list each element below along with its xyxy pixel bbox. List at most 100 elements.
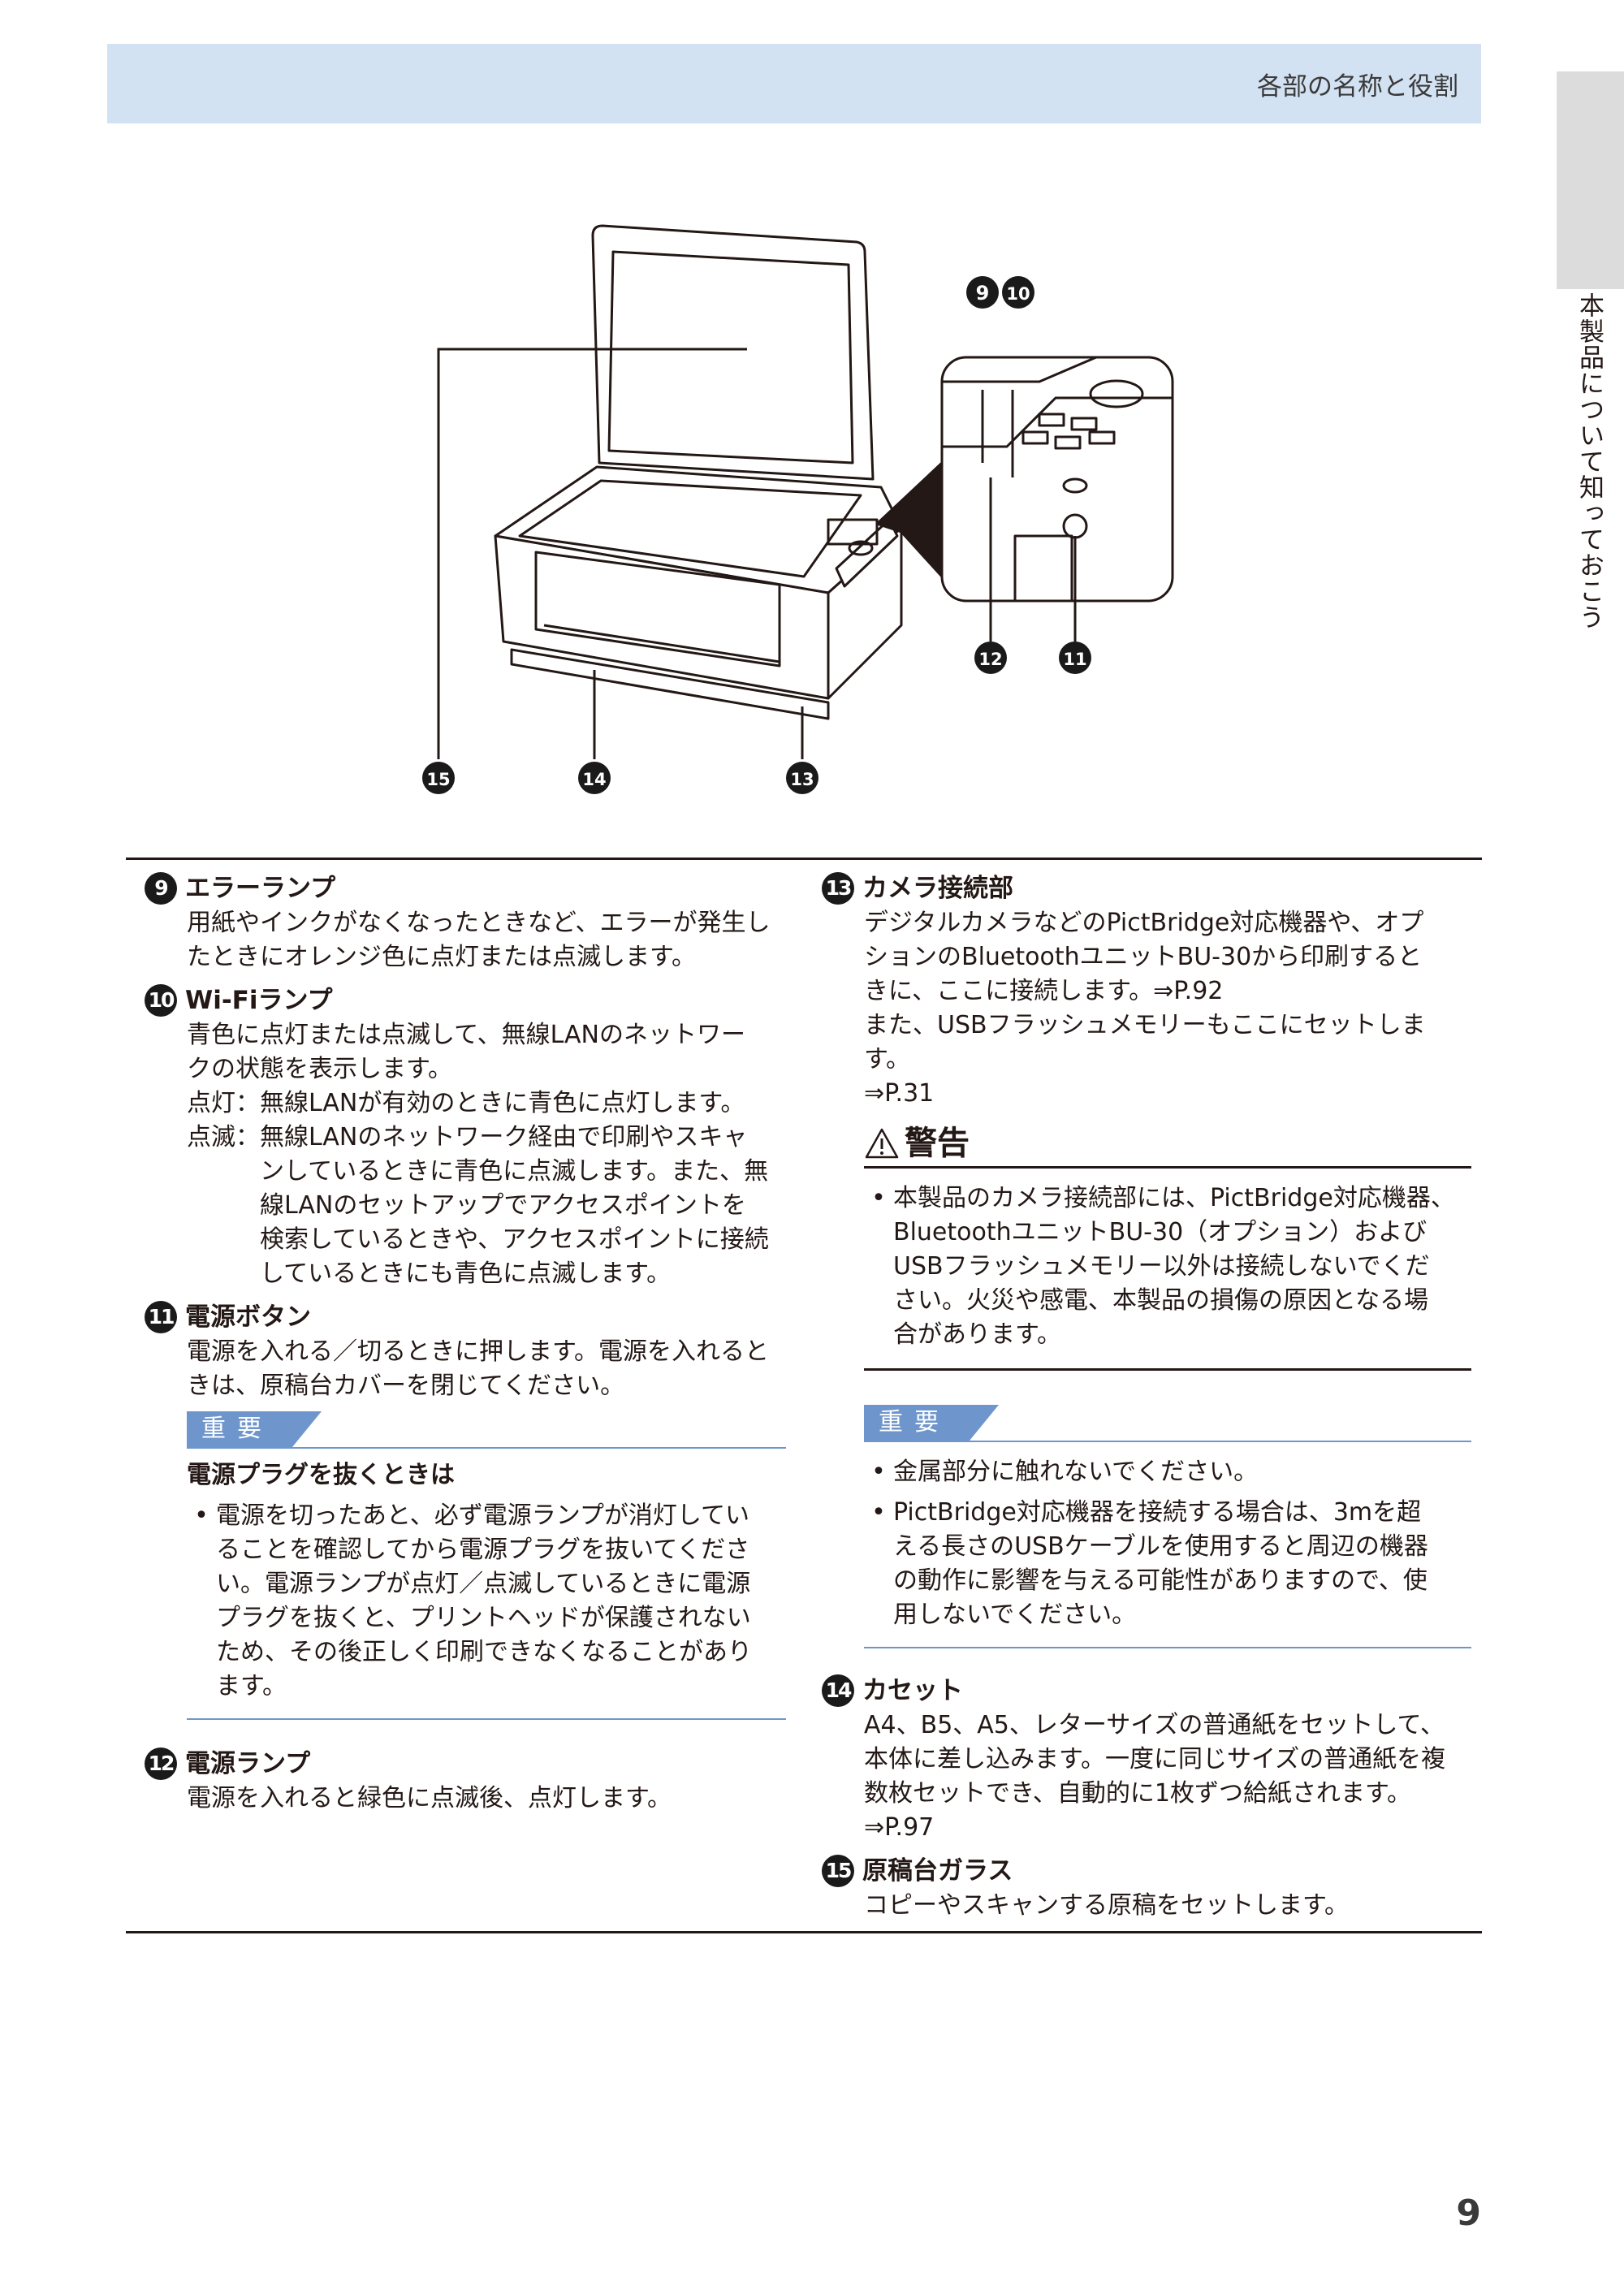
warning-triangle-icon: [865, 1128, 899, 1159]
item-title: エラーランプ: [185, 874, 336, 903]
callout-11: 11: [1063, 650, 1086, 669]
num-badge: 14: [822, 1674, 854, 1707]
text-line: きは、原稿台カバーを閉じてください。: [187, 1372, 625, 1400]
important-end-rule: [864, 1647, 1471, 1648]
warning-rule: [864, 1166, 1471, 1169]
text-line: 線LANのセットアップでアクセスポイントを: [260, 1191, 746, 1220]
text-line: クの状態を表示します。: [187, 1055, 452, 1083]
text-line: 用しないでください。: [893, 1601, 1137, 1629]
text-line: A4、B5、A5、レターサイズの普通紙をセットして、: [864, 1711, 1445, 1739]
important-bullet-2: • PictBridge対応機器を接続する場合は、3mを超 える長さのUSBケー…: [864, 1496, 1471, 1632]
printer-illustration: 9 10 12 11 15 14 13: [422, 224, 1174, 794]
num-badge: 13: [822, 872, 854, 905]
text-line: 電源を切ったあと、必ず電源ランプが消灯してい: [216, 1501, 749, 1530]
item-title: 電源ボタン: [185, 1303, 311, 1332]
warning-bullet: • 本製品のカメラ接続部には、PictBridge対応機器、 Bluetooth…: [864, 1182, 1471, 1352]
item-body: 青色に点灯または点滅して、無線LANのネットワー クの状態を表示します。: [145, 1018, 786, 1087]
text-line: 合があります。: [893, 1320, 1061, 1349]
text-line: 本製品のカメラ接続部には、PictBridge対応機器、: [893, 1184, 1455, 1212]
text-line: また、USBフラッシュメモリーもここにセットします。: [864, 1011, 1426, 1074]
text-line: 検索しているときや、アクセスポイントに接続: [260, 1225, 769, 1254]
def-row-blink: 点滅： 無線LANのネットワーク経由で印刷やスキャ ンしているときに青色に点滅し…: [145, 1121, 786, 1291]
text-line: い。電源ランプが点灯／点滅しているときに電源: [216, 1570, 751, 1598]
item-power-lamp: 12 電源ランプ 電源を入れると緑色に点滅後、点灯します。: [145, 1746, 786, 1816]
item-body: A4、B5、A5、レターサイズの普通紙をセットして、 本体に差し込みます。一度に…: [822, 1709, 1471, 1845]
text-line: ⇒P.31: [864, 1079, 935, 1108]
text-line: さい。火災や感電、本製品の損傷の原因となる場: [893, 1286, 1429, 1315]
item-camera-port: 13 カメラ接続部 デジタルカメラなどのPictBridge対応機器や、オプ ショ…: [822, 871, 1471, 1648]
callout-12: 12: [978, 650, 1002, 669]
header-bar: 各部の名称と役割: [107, 44, 1481, 123]
side-tab: [1557, 71, 1624, 289]
important-subtitle: 電源プラグを抜くときは: [187, 1461, 455, 1489]
text-line: ⇒P.97: [864, 1813, 935, 1842]
item-title: 電源ランプ: [185, 1749, 311, 1778]
text-line: 金属部分に触れないでください。: [893, 1458, 1259, 1486]
num-badge: 10: [145, 984, 177, 1017]
item-title: カセット: [862, 1676, 963, 1705]
section-title: 各部の名称と役割: [1257, 72, 1458, 102]
item-wifi-lamp: 10 Wi-Fiランプ 青色に点灯または点滅して、無線LANのネットワー クの状態…: [145, 983, 786, 1291]
item-body: デジタルカメラなどのPictBridge対応機器や、オプ ションのBluetoo…: [822, 906, 1471, 1111]
text-line: 電源を入れると緑色に点滅後、点灯します。: [187, 1784, 672, 1812]
item-platen-glass: 15 原稿台ガラス コピーやスキャンする原稿をセットします。: [822, 1853, 1471, 1923]
def-row-on: 点灯： 無線LANが有効のときに青色に点灯します。: [145, 1087, 786, 1121]
text-line: プラグを抜くと、プリントヘッドが保護されない: [216, 1604, 751, 1632]
top-rule: [126, 858, 1482, 860]
text-line: の動作に影響を与える可能性がありますので、使: [893, 1566, 1427, 1595]
item-body: コピーやスキャンする原稿をセットします。: [822, 1889, 1471, 1923]
callout-14: 14: [582, 770, 606, 789]
text-line: ため、その後正しく印刷できなくなることがあり: [216, 1638, 752, 1666]
important-header: 重要: [864, 1405, 1471, 1444]
item-title: Wi-Fiランプ: [185, 986, 333, 1015]
def-value: 無線LANが有効のときに青色に点灯します。: [260, 1089, 745, 1117]
text-line: ンしているときに青色に点滅します。また、無: [260, 1157, 769, 1186]
text-line: コピーやスキャンする原稿をセットします。: [864, 1891, 1349, 1920]
text-line: 本体に差し込みます。一度に同じサイズの普通紙を複: [864, 1745, 1446, 1773]
important-bullet: • 電源を切ったあと、必ず電源ランプが消灯してい ることを確認してから電源プラグ…: [187, 1499, 786, 1704]
text-line: 数枚セットでき、自動的に1枚ずつ給紙されます。: [864, 1779, 1411, 1808]
text-line: PictBridge対応機器を接続する場合は、3mを超: [893, 1498, 1422, 1527]
important-end-rule: [187, 1718, 786, 1720]
item-power-button: 11 電源ボタン 電源を入れる／切るときに押します。電源を入れると きは、原稿台カ…: [145, 1299, 786, 1720]
text-line: たときにオレンジ色に点灯または点滅します。: [187, 943, 696, 971]
item-body: 電源を入れると緑色に点滅後、点灯します。: [145, 1782, 786, 1816]
side-tab-label: 本製品について知っておこう: [1574, 292, 1604, 630]
text-line: 用紙やインクがなくなったときなど、エラーが発生し: [187, 909, 771, 937]
item-body: 電源を入れる／切るときに押します。電源を入れると きは、原稿台カバーを閉じてくだ…: [145, 1335, 786, 1403]
item-title: 原稿台ガラス: [862, 1856, 1013, 1886]
callout-13: 13: [790, 770, 814, 789]
item-body: 用紙やインクがなくなったときなど、エラーが発生し たときにオレンジ色に点灯または…: [145, 906, 786, 974]
num-badge: 12: [145, 1748, 177, 1780]
text-line: 電源を入れる／切るときに押します。電源を入れると: [187, 1337, 769, 1366]
text-line: BluetoothユニットBU-30（オプション）および: [893, 1218, 1427, 1246]
text-line: ることを確認してから電源プラグを抜いてくださ: [216, 1536, 750, 1564]
important-label: 重要: [864, 1405, 999, 1441]
warning-header: 警告: [864, 1121, 1471, 1166]
item-title: カメラ接続部: [862, 874, 1013, 903]
def-key: 点灯：: [187, 1089, 260, 1117]
item-cassette: 14 カセット A4、B5、A5、レターサイズの普通紙をセットして、 本体に差し込…: [822, 1673, 1471, 1845]
page-number: 9: [1456, 2192, 1481, 2234]
callout-9: 9: [976, 282, 990, 305]
important-header: 重要: [187, 1411, 786, 1450]
text-line: デジタルカメラなどのPictBridge対応機器や、オプ: [864, 909, 1424, 937]
num-badge: 15: [822, 1855, 854, 1887]
text-line: 無線LANのネットワーク経由で印刷やスキャ: [260, 1123, 748, 1151]
bottom-rule: [126, 1931, 1482, 1933]
important-bullet-1: • 金属部分に触れないでください。: [864, 1455, 1471, 1489]
callout-15: 15: [426, 770, 450, 789]
right-column: 13 カメラ接続部 デジタルカメラなどのPictBridge対応機器や、オプ ショ…: [822, 871, 1471, 1931]
num-badge: 11: [145, 1301, 177, 1333]
callout-10: 10: [1006, 284, 1030, 304]
text-line: 青色に点灯または点滅して、無線LANのネットワー: [187, 1021, 745, 1049]
def-value: 無線LANのネットワーク経由で印刷やスキャ ンしているときに青色に点滅します。ま…: [260, 1121, 786, 1291]
text-line: ションのBluetoothユニットBU-30から印刷すると: [864, 943, 1423, 971]
text-line: える長さのUSBケーブルを使用すると周辺の機器: [893, 1532, 1428, 1561]
warning-end-rule: [864, 1368, 1471, 1371]
text-line: ます。: [216, 1672, 287, 1700]
def-key: 点滅：: [187, 1123, 260, 1151]
text-line: USBフラッシュメモリー以外は接続しないでくだ: [893, 1252, 1430, 1281]
